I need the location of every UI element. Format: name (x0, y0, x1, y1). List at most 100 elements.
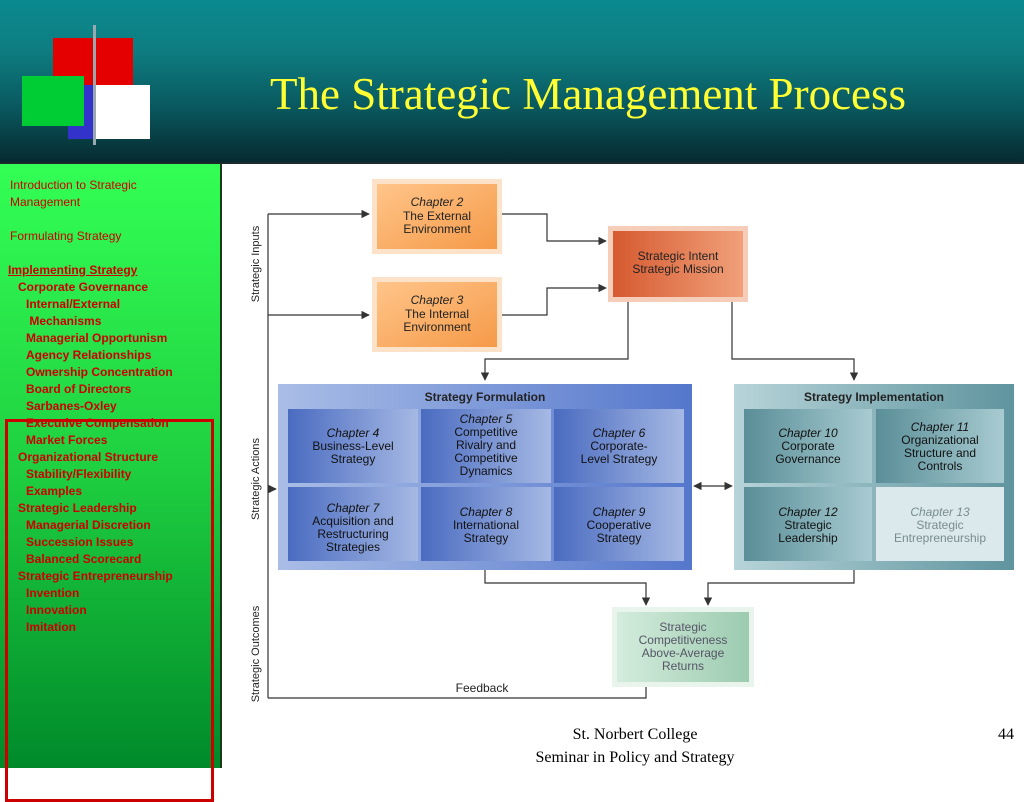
outline-item[interactable]: Examples (26, 484, 83, 498)
slide-header (0, 0, 1024, 162)
outline-intro-line2[interactable]: Management (10, 195, 81, 209)
outline-item[interactable]: Succession Issues (26, 535, 134, 549)
svg-text:Strategic: Strategic (916, 518, 963, 532)
outline-implementing[interactable]: Implementing Strategy (8, 263, 138, 277)
outline-item[interactable]: Internal/External (26, 297, 121, 311)
strategic-management-diagram: Strategic Inputs Strategic Actions Strat… (250, 179, 1014, 702)
svg-text:Strategy: Strategy (464, 531, 509, 545)
svg-text:Controls: Controls (918, 459, 963, 473)
svg-text:Governance: Governance (775, 452, 841, 466)
svg-text:Environment: Environment (403, 222, 471, 236)
box-chapter-2: Chapter 2 The External Environment (372, 179, 502, 254)
arrow-intent-to-implementation (731, 301, 859, 381)
outline-item[interactable]: Board of Directors (26, 382, 132, 396)
svg-text:Strategic: Strategic (784, 518, 831, 532)
label-strategic-actions: Strategic Actions (250, 438, 262, 520)
outline-item[interactable]: Managerial Opportunism (26, 331, 168, 345)
svg-text:Organizational: Organizational (901, 433, 978, 447)
outline-item[interactable]: Strategic Entrepreneurship (18, 569, 173, 583)
svg-text:Rivalry and: Rivalry and (456, 438, 516, 452)
footer-course: Seminar in Policy and Strategy (535, 749, 735, 766)
arrow-ch3-to-intent (502, 283, 607, 316)
svg-text:Acquisition and: Acquisition and (312, 514, 393, 528)
outline-item[interactable]: Sarbanes-Oxley (26, 399, 117, 413)
outline-item[interactable]: Mechanisms (26, 314, 102, 328)
outline-item[interactable]: Market Forces (26, 433, 108, 447)
cell-chapter-12: Chapter 12 Strategic Leadership (744, 487, 872, 561)
label-strategic-inputs: Strategic Inputs (250, 225, 262, 302)
outline-item[interactable]: Corporate Governance (18, 280, 149, 294)
svg-text:Business-Level: Business-Level (312, 439, 393, 453)
box-strategy-implementation: Strategy Implementation Chapter 10 Corpo… (734, 384, 1014, 570)
svg-text:Chapter 2: Chapter 2 (411, 195, 464, 209)
cell-chapter-5: Chapter 5 Competitive Rivalry and Compet… (421, 409, 551, 483)
outline-item[interactable]: Invention (26, 586, 80, 600)
footer-school: St. Norbert College (572, 726, 698, 743)
cell-chapter-4: Chapter 4 Business-Level Strategy (288, 409, 418, 483)
svg-text:Chapter 7: Chapter 7 (327, 501, 381, 515)
outline-item[interactable]: Innovation (26, 603, 87, 617)
svg-text:Restructuring: Restructuring (317, 527, 388, 541)
svg-text:Strategy Formulation: Strategy Formulation (425, 390, 546, 404)
box-strategy-formulation: Strategy Formulation Chapter 4 Business-… (278, 384, 692, 570)
svg-text:International: International (453, 518, 519, 532)
svg-text:Strategic: Strategic (659, 620, 706, 634)
outline-item[interactable]: Ownership Concentration (26, 365, 173, 379)
svg-text:Competitiveness: Competitiveness (639, 633, 728, 647)
header-divider (0, 162, 1024, 164)
current-section-highlight (5, 419, 214, 802)
svg-text:Chapter 11: Chapter 11 (911, 420, 969, 434)
outline-formulating[interactable]: Formulating Strategy (10, 229, 122, 243)
logo-squares-icon (22, 25, 150, 145)
svg-text:Competitive: Competitive (454, 425, 518, 439)
svg-text:Competitive: Competitive (454, 451, 518, 465)
svg-text:Strategic Intent: Strategic Intent (638, 249, 719, 263)
svg-text:Structure and: Structure and (904, 446, 976, 460)
svg-text:The External: The External (403, 209, 471, 223)
outline-item[interactable]: Balanced Scorecard (26, 552, 142, 566)
svg-text:Dynamics: Dynamics (460, 464, 513, 478)
feedback-label: Feedback (456, 681, 510, 695)
arrow-intent-to-formulation (480, 301, 629, 381)
svg-text:Strategy: Strategy (331, 452, 376, 466)
slide-title: The Strategic Management Process (270, 69, 907, 119)
svg-text:Above-Average: Above-Average (642, 646, 725, 660)
arrow-implementation-to-outcome (703, 570, 855, 606)
svg-text:Strategies: Strategies (326, 540, 380, 554)
svg-text:Chapter 13: Chapter 13 (910, 505, 970, 519)
svg-text:Chapter 10: Chapter 10 (778, 426, 838, 440)
svg-text:The Internal: The Internal (405, 307, 469, 321)
outline-item[interactable]: Stability/Flexibility (26, 467, 132, 481)
outline-item[interactable]: Imitation (26, 620, 76, 634)
outline-item[interactable]: Agency Relationships (26, 348, 152, 362)
box-strategic-intent: Strategic Intent Strategic Mission (608, 226, 748, 302)
sidebar-outline: Introduction to Strategic Management For… (0, 164, 222, 802)
svg-text:Chapter 5: Chapter 5 (460, 412, 513, 426)
cell-chapter-8: Chapter 8 International Strategy (421, 487, 551, 561)
svg-text:Strategy: Strategy (597, 531, 642, 545)
cell-chapter-10: Chapter 10 Corporate Governance (744, 409, 872, 483)
outline-item[interactable]: Organizational Structure (18, 450, 159, 464)
svg-text:Leadership: Leadership (778, 531, 838, 545)
svg-text:Chapter 3: Chapter 3 (411, 293, 464, 307)
label-strategic-outcomes: Strategic Outcomes (250, 605, 262, 702)
arrow-ch2-to-intent (502, 213, 607, 246)
arrow-formulation-to-outcome (484, 570, 651, 606)
box-chapter-3: Chapter 3 The Internal Environment (372, 277, 502, 352)
svg-text:Level Strategy: Level Strategy (581, 452, 658, 466)
svg-text:Cooperative: Cooperative (587, 518, 652, 532)
svg-text:Corporate-: Corporate- (590, 439, 647, 453)
svg-text:Returns: Returns (662, 659, 704, 673)
outline-item[interactable]: Strategic Leadership (18, 501, 137, 515)
cell-chapter-6: Chapter 6 Corporate- Level Strategy (554, 409, 684, 483)
svg-text:Chapter 8: Chapter 8 (460, 505, 513, 519)
svg-text:Strategy Implementation: Strategy Implementation (804, 390, 944, 404)
svg-text:Chapter 4: Chapter 4 (327, 426, 380, 440)
cell-chapter-13: Chapter 13 Strategic Entrepreneurship (876, 487, 1004, 561)
cell-chapter-7: Chapter 7 Acquisition and Restructuring … (288, 487, 418, 561)
svg-text:Corporate: Corporate (781, 439, 835, 453)
box-strategic-outcome: Strategic Competitiveness Above-Average … (612, 607, 754, 687)
outline-item[interactable]: Managerial Discretion (26, 518, 151, 532)
outline-intro-line1[interactable]: Introduction to Strategic (10, 178, 137, 192)
cell-chapter-11: Chapter 11 Organizational Structure and … (876, 409, 1004, 483)
